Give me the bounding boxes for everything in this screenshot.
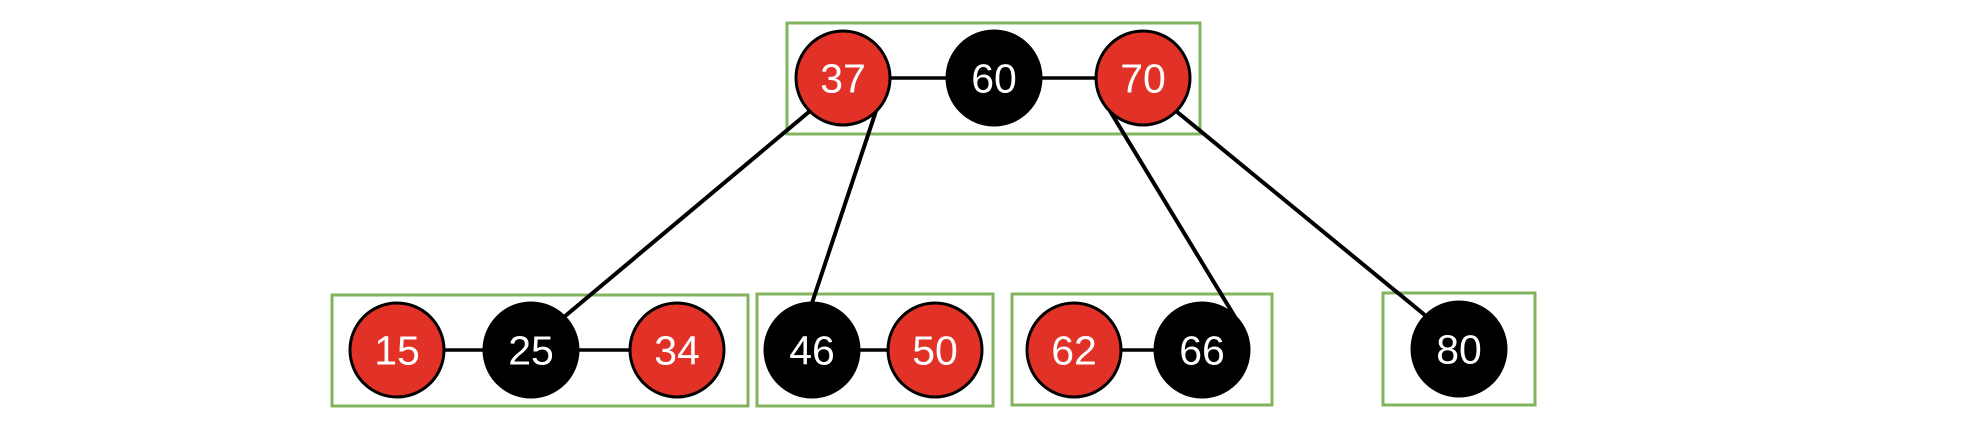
tree-node-50: 50 (886, 301, 984, 399)
tree-edge-37-25 (562, 109, 812, 319)
tree-edge-70-66 (1108, 109, 1237, 319)
node-circle-15 (348, 301, 446, 399)
tree-edge-37-46 (810, 110, 878, 304)
tree-node-15: 15 (348, 301, 446, 399)
tree-node-70: 70 (1094, 29, 1192, 127)
node-circle-25 (482, 301, 580, 399)
group-box-root-group (785, 21, 1202, 136)
node-label-80: 80 (1436, 326, 1482, 372)
tree-node-34: 34 (628, 301, 726, 399)
tree-edge-70-80 (1174, 109, 1428, 318)
node-label-46: 46 (789, 327, 835, 373)
node-label-60: 60 (971, 55, 1017, 101)
tree-node-37: 37 (794, 29, 892, 127)
node-circle-37 (794, 29, 892, 127)
group-box-leaf-group-4 (1381, 291, 1537, 407)
tree-node-25: 25 (482, 301, 580, 399)
group-box-leaf-group-3 (1010, 292, 1274, 407)
node-label-70: 70 (1120, 55, 1166, 101)
group-box-leaf-group-2 (755, 292, 995, 408)
node-label-50: 50 (912, 327, 958, 373)
node-circle-66 (1153, 301, 1251, 399)
node-circle-70 (1094, 29, 1192, 127)
tree-node-46: 46 (763, 301, 861, 399)
tree-node-60: 60 (945, 29, 1043, 127)
tree-node-80: 80 (1410, 300, 1508, 398)
group-box-leaf-group-1 (330, 293, 750, 408)
node-label-66: 66 (1179, 327, 1225, 373)
node-label-37: 37 (820, 55, 866, 101)
node-label-25: 25 (508, 327, 554, 373)
tree-node-66: 66 (1153, 301, 1251, 399)
node-label-34: 34 (654, 327, 700, 373)
node-circle-62 (1025, 301, 1123, 399)
node-circle-34 (628, 301, 726, 399)
node-circle-80 (1410, 300, 1508, 398)
node-circle-50 (886, 301, 984, 399)
node-circle-60 (945, 29, 1043, 127)
node-label-62: 62 (1051, 327, 1097, 373)
node-circle-46 (763, 301, 861, 399)
node-label-15: 15 (374, 327, 420, 373)
tree-node-62: 62 (1025, 301, 1123, 399)
